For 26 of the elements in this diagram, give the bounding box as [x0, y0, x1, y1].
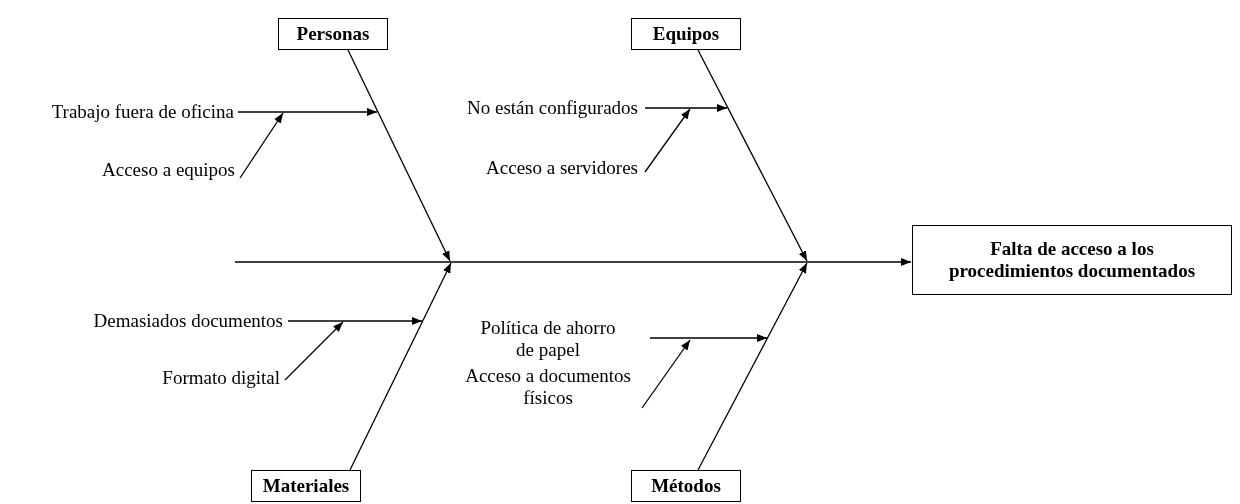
category-box: Equipos — [631, 18, 741, 50]
effect-box: Falta de acceso a los procedimientos documentados — [912, 225, 1232, 295]
cause-text: Acceso a documentos físicos — [460, 364, 636, 410]
category-box: Métodos — [631, 470, 741, 502]
arrow — [284, 321, 344, 381]
arrow — [239, 112, 284, 179]
arrow — [644, 108, 691, 173]
cause-text: Acceso a equipos — [40, 158, 235, 182]
arrow — [697, 262, 808, 471]
arrow — [347, 49, 451, 262]
cause-text: No están configurados — [400, 96, 638, 120]
arrow — [644, 104, 728, 112]
cause-text: Demasiados documentos — [20, 309, 283, 333]
spine-arrow — [234, 258, 912, 266]
cause-text: Trabajo fuera de oficina — [0, 100, 234, 124]
category-box: Materiales — [251, 470, 361, 502]
arrow — [349, 262, 452, 471]
category-box: Personas — [278, 18, 388, 50]
cause-text: Política de ahorro de papel — [473, 316, 623, 362]
cause-text: Acceso a servidores — [400, 156, 638, 180]
arrow — [641, 339, 691, 409]
cause-text: Formato digital — [120, 366, 280, 390]
arrow — [697, 49, 808, 262]
arrow — [649, 334, 768, 342]
arrow — [287, 317, 423, 325]
arrow — [237, 108, 378, 116]
